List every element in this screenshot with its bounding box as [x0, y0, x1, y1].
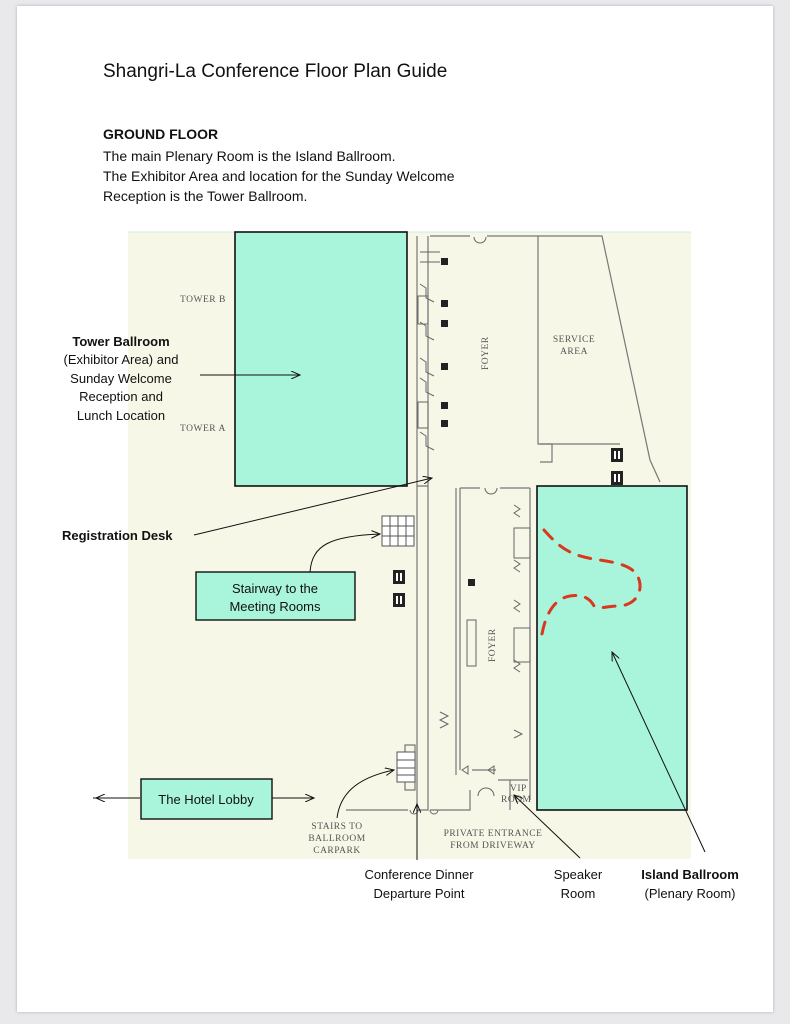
- hotel-lobby-label: The Hotel Lobby: [158, 792, 254, 807]
- dinner-departure-label: Departure Point: [373, 886, 464, 901]
- tower-ballroom-note: Reception and: [79, 389, 163, 404]
- registration-desk-label: Registration Desk: [62, 528, 173, 543]
- speaker-room-label: Speaker: [554, 867, 603, 882]
- speaker-room-label: Room: [561, 886, 596, 901]
- tower-b-label: TOWER B: [180, 295, 226, 305]
- section-heading: GROUND FLOOR: [103, 126, 219, 142]
- tower-ballroom-title: Tower Ballroom: [72, 334, 169, 349]
- tower-a-label: TOWER A: [180, 424, 226, 434]
- tower-ballroom-note: (Exhibitor Area) and: [64, 352, 179, 367]
- island-ballroom-title: Island Ballroom: [641, 867, 739, 882]
- hotel-lobby-callout-box: [140, 778, 273, 820]
- island-ballroom-subtitle: (Plenary Room): [644, 886, 735, 901]
- registration-stairs: [381, 515, 416, 783]
- stairway-label: Meeting Rooms: [229, 599, 321, 614]
- stairs-carpark-label: CARPARK: [313, 846, 361, 856]
- vip-room-label: VIP: [510, 784, 527, 794]
- stairs-carpark-label: BALLROOM: [308, 834, 365, 844]
- private-entrance-label: PRIVATE ENTRANCE: [444, 829, 543, 839]
- lift-icon: [396, 451, 620, 604]
- dinner-departure-label: Conference Dinner: [364, 867, 474, 882]
- description-line: The main Plenary Room is the Island Ball…: [103, 148, 396, 164]
- description-line: The Exhibitor Area and location for the …: [103, 168, 455, 184]
- stairway-callout-box: [195, 571, 356, 621]
- stairway-label: Stairway to the: [232, 581, 318, 596]
- island-ballroom-area: [536, 485, 688, 811]
- private-entrance-label: FROM DRIVEWAY: [450, 841, 536, 851]
- page-title: Shangri-La Conference Floor Plan Guide: [103, 61, 448, 82]
- stairs-carpark-label: STAIRS TO: [311, 822, 362, 832]
- tower-ballroom-note: Sunday Welcome: [70, 371, 172, 386]
- dashed-route: [540, 528, 642, 636]
- foyer-bottom-label: FOYER: [488, 628, 498, 662]
- tower-ballroom-note: Lunch Location: [77, 408, 165, 423]
- service-area-label: SERVICE: [553, 335, 595, 345]
- foyer-top-label: FOYER: [481, 336, 491, 370]
- tower-ballroom-area: [234, 231, 408, 487]
- plan-alcoves: [409, 236, 531, 815]
- description-line: Reception is the Tower Ballroom.: [103, 188, 308, 204]
- callout-arrows: [93, 375, 706, 860]
- service-area-label: AREA: [560, 347, 588, 357]
